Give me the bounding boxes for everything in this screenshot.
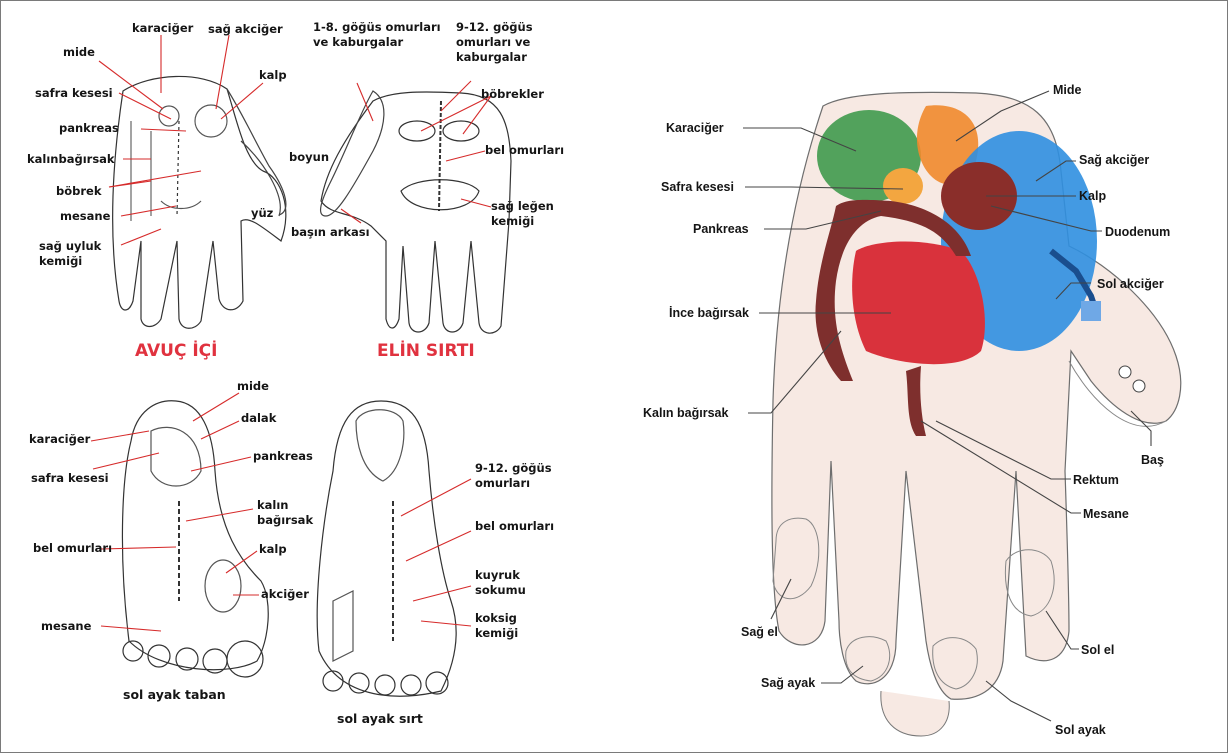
right-label-sol-akciger: Sol akciğer [1097,277,1164,292]
right-label-ince-bagirsak: İnce bağırsak [669,306,749,321]
sole-label-mesane: mesane [41,619,91,634]
palm-label-boyun: boyun [289,150,329,165]
foot-back-label-gogus-9-12: 9-12. göğüs omurları [475,461,552,491]
gallbladder-shape [883,168,923,204]
foot-back-leader-lines [401,479,471,626]
right-label-safra-kesesi: Safra kesesi [661,180,734,195]
right-label-bas: Baş [1141,453,1164,468]
sole-label-kalin-bagirsak: kalın bağırsak [257,498,313,528]
right-label-kalin-bagirsak: Kalın bağırsak [643,406,728,421]
sole-label-akciger: akciğer [261,587,309,602]
foot-back-label-koksig: koksig kemiği [475,611,518,641]
right-label-kalp: Kalp [1079,189,1106,204]
sole-label-kalp: kalp [259,542,287,557]
right-label-sol-ayak: Sol ayak [1055,723,1106,738]
right-label-sol-el: Sol el [1081,643,1114,658]
foot-back-label-bel-omurlari: bel omurları [475,519,554,534]
palm-label-mide: mide [63,45,95,60]
right-label-rektum: Rektum [1073,473,1119,488]
palm-label-sag-akciger: sağ akciğer [208,22,283,37]
sole-label-karaciger: karaciğer [29,432,90,447]
back-label-basin-arkasi: başın arkası [291,225,370,240]
back-label-gogus-9-12: 9-12. göğüs omurları ve kaburgalar [456,20,533,65]
palm-label-pankreas: pankreas [59,121,119,136]
palm-label-bobrek: böbrek [56,184,101,199]
palm-label-yuz: yüz [251,206,273,221]
sole-label-dalak: dalak [241,411,276,426]
right-label-sag-el: Sağ el [741,625,778,640]
back-hand-drawing [321,91,511,333]
palm-label-sag-uyluk: sağ uyluk kemiği [39,239,101,269]
back-label-bel-omurlari: bel omurları [485,143,564,158]
back-label-bobrekler: böbrekler [481,87,544,102]
sole-label-mide: mide [237,379,269,394]
back-label-sag-legen: sağ leğen kemiği [491,199,554,229]
sole-label-bel-omurlari: bel omurları [33,541,112,556]
right-label-sag-akciger: Sağ akciğer [1079,153,1149,168]
right-label-mide: Mide [1053,83,1081,98]
small-intestine-shape [852,242,985,365]
right-label-karaciger: Karaciğer [666,121,724,136]
right-label-sag-ayak: Sağ ayak [761,676,815,691]
palm-label-kalinbagirsak: kalınbağırsak [27,152,115,167]
right-label-pankreas: Pankreas [693,222,749,237]
palm-leader-lines [99,35,263,245]
back-label-gogus-1-8: 1-8. göğüs omurları ve kaburgalar [313,20,441,50]
palm-hand-drawing [113,76,286,328]
sole-caption: sol ayak taban [123,687,226,702]
sole-label-safra-kesesi: safra kesesi [31,471,109,486]
foot-back-caption: sol ayak sırt [337,711,423,726]
palm-title-text: AVUÇ İÇİ [135,341,218,361]
back-leader-lines [341,81,491,223]
palm-label-mesane: mesane [60,209,110,224]
palm-label-karaciger: karaciğer [132,21,193,36]
foot-back-drawing [317,401,456,696]
palm-label-safra-kesesi: safra kesesi [35,86,113,101]
right-label-duodenum: Duodenum [1105,225,1170,240]
back-title-text: ELİN SIRTI [377,341,475,361]
sole-foot-drawing [122,401,268,677]
right-hand-drawing [772,92,1181,736]
right-label-mesane: Mesane [1083,507,1129,522]
palm-label-kalp: kalp [259,68,287,83]
foot-back-label-kuyruk: kuyruk sokumu [475,568,526,598]
sole-label-pankreas: pankreas [253,449,313,464]
